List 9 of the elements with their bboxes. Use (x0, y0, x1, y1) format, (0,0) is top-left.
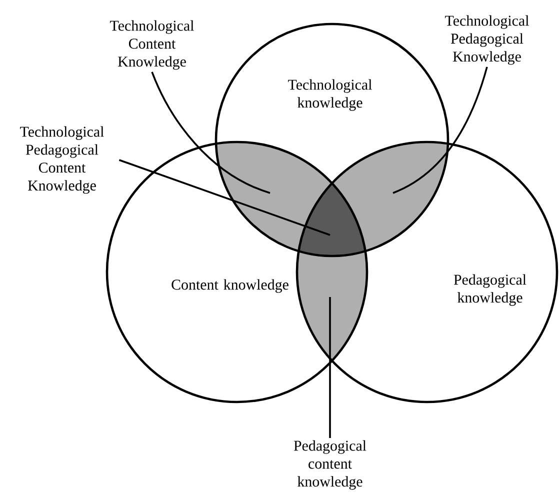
shaded-overlap (297, 251, 367, 361)
label-text: Pedagogical content knowledge (294, 440, 366, 490)
leader-line (118, 159, 330, 236)
shaded-overlap (216, 142, 332, 252)
shaded-overlap (332, 142, 448, 252)
label-text: Technological Pedagogical Content Knowledge (20, 126, 104, 194)
leader-line (151, 72, 270, 194)
shaded-overlap (298, 183, 366, 256)
label-text: Technological Content Knowledge (110, 20, 194, 70)
